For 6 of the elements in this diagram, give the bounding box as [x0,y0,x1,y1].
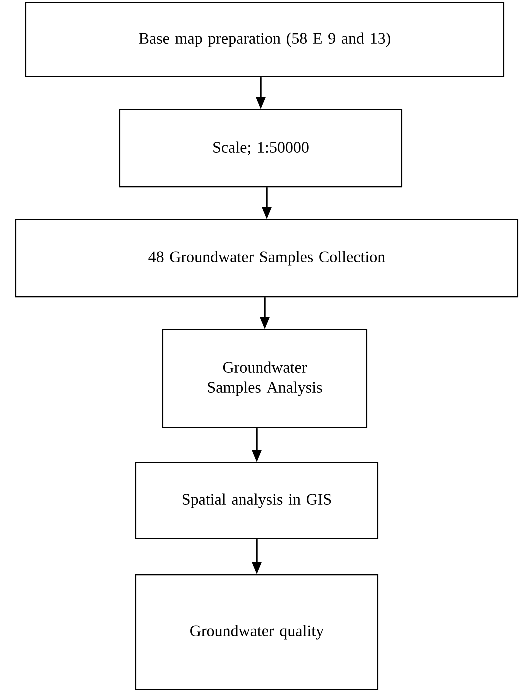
process-box: Groundwater Samples Analysis [162,329,368,429]
process-box: Groundwater quality [135,574,379,690]
process-box: Scale; 1:50000 [119,109,403,188]
process-box: Spatial analysis in GIS [135,462,379,540]
process-box: Base map preparation (58 E 9 and 13) [25,2,505,78]
process-box: 48 Groundwater Samples Collection [15,219,519,298]
